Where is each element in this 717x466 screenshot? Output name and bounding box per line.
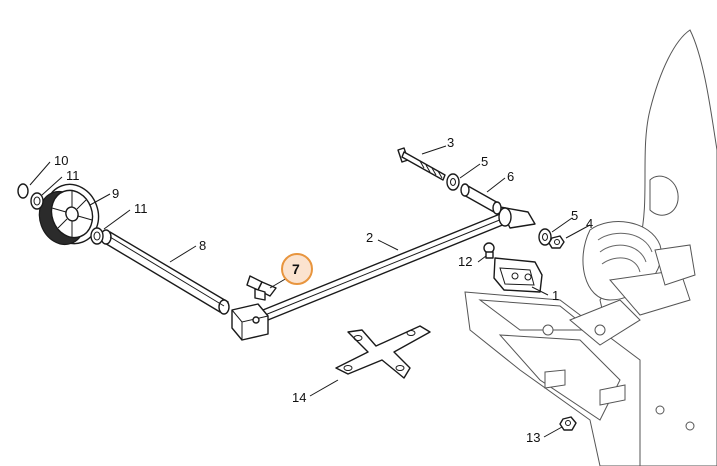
callout-3: 3 <box>447 135 454 150</box>
bushing-part-lower <box>538 228 552 246</box>
callout-labels: 1 2 3 4 5 5 6 7 8 9 10 11 11 12 13 14 <box>54 135 593 445</box>
bolt-part <box>397 147 446 181</box>
stud-part <box>483 242 495 259</box>
callout-6: 6 <box>507 169 514 184</box>
callout-4: 4 <box>586 216 593 231</box>
mower-body-illustration <box>464 29 717 466</box>
nut-part <box>548 235 565 249</box>
callout-13: 13 <box>526 430 540 445</box>
bracket-part <box>493 257 543 293</box>
bushing-part-upper <box>446 173 460 191</box>
axle-rod-part <box>100 229 230 315</box>
retaining-ring-part <box>17 183 29 199</box>
washer-part-right <box>90 227 104 245</box>
callout-2: 2 <box>366 230 373 245</box>
leader-lines <box>29 145 591 438</box>
callout-12: 12 <box>458 254 472 269</box>
washer-part-left <box>30 192 44 210</box>
callout-5-upper: 5 <box>481 154 488 169</box>
base-nut-part <box>559 416 577 431</box>
callout-1: 1 <box>552 288 559 303</box>
callout-8: 8 <box>199 238 206 253</box>
callout-9: 9 <box>112 186 119 201</box>
callout-11-upper: 11 <box>66 168 80 183</box>
washer-parts <box>17 183 104 245</box>
cross-plate-part <box>335 325 431 379</box>
callout-11-lower: 11 <box>134 201 148 216</box>
callout-5-lower: 5 <box>571 208 578 223</box>
wheel-part <box>38 183 100 246</box>
axle-tube-part <box>231 206 536 341</box>
callout-7-highlight <box>281 253 313 285</box>
spacer-tube-part <box>460 183 502 215</box>
bushing-parts <box>446 173 552 246</box>
callout-14: 14 <box>292 390 306 405</box>
callout-7: 7 <box>292 261 300 277</box>
callout-10: 10 <box>54 153 68 168</box>
wing-nut-part <box>246 275 277 301</box>
